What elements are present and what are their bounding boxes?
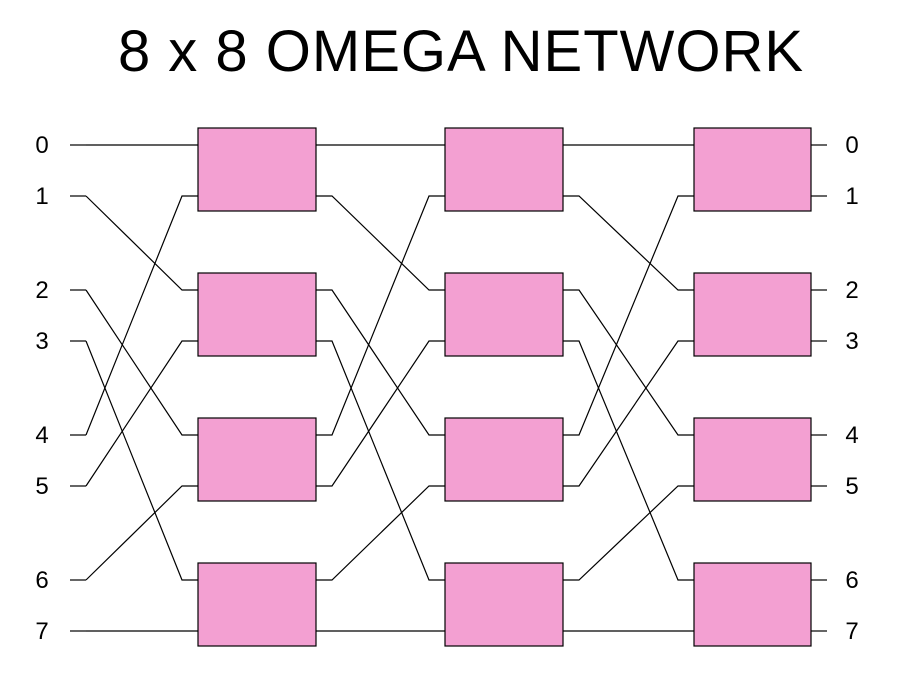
input-label-7: 7 [35,618,48,645]
input-label-0: 0 [35,132,48,159]
input-label-3: 3 [35,328,48,355]
switch-box-stage1-0 [197,127,317,212]
shuffle-link-s0-6 [85,485,198,581]
output-label-2: 2 [845,277,858,304]
shuffle-link-s0-1 [85,195,198,291]
output-label-3: 3 [845,328,858,355]
shuffle-link-s2-3 [563,340,694,581]
switch-box-stage3-3 [693,562,812,647]
shuffle-link-s0-3 [85,340,198,581]
shuffle-link-s1-1 [316,195,445,291]
output-label-0: 0 [845,132,858,159]
shuffle-link-s0-2 [85,289,198,436]
shuffle-link-s2-2 [563,289,694,436]
shuffle-link-s1-5 [316,340,445,487]
shuffle-link-s2-5 [563,340,694,487]
shuffle-link-s2-4 [563,195,694,436]
input-label-4: 4 [35,422,48,449]
diagram-title: 8 x 8 OMEGA NETWORK [117,19,805,84]
switch-box-stage1-2 [197,417,317,502]
output-label-6: 6 [845,567,858,594]
output-label-1: 1 [845,183,858,210]
input-label-6: 6 [35,567,48,594]
shuffle-link-s1-4 [316,195,445,436]
input-label-2: 2 [35,277,48,304]
shuffle-link-s0-4 [85,195,198,436]
switch-box-stage3-1 [693,272,812,357]
switch-box-stage2-1 [444,272,564,357]
output-label-4: 4 [845,422,858,449]
shuffle-link-s1-6 [316,485,445,581]
switch-box-stage2-0 [444,127,564,212]
output-label-7: 7 [845,618,858,645]
shuffle-link-s2-1 [563,195,694,291]
switch-box-stage2-2 [444,417,564,502]
shuffle-link-s0-5 [85,340,198,487]
switch-box-stage3-2 [693,417,812,502]
input-label-1: 1 [35,183,48,210]
switch-box-stage3-0 [693,127,812,212]
input-label-5: 5 [35,473,48,500]
shuffle-link-s1-3 [316,340,445,581]
shuffle-link-s2-6 [563,485,694,581]
output-label-5: 5 [845,473,858,500]
switch-box-stage1-3 [197,562,317,647]
switch-box-stage2-3 [444,562,564,647]
shuffle-link-s1-2 [316,289,445,436]
switch-box-stage1-1 [197,272,317,357]
